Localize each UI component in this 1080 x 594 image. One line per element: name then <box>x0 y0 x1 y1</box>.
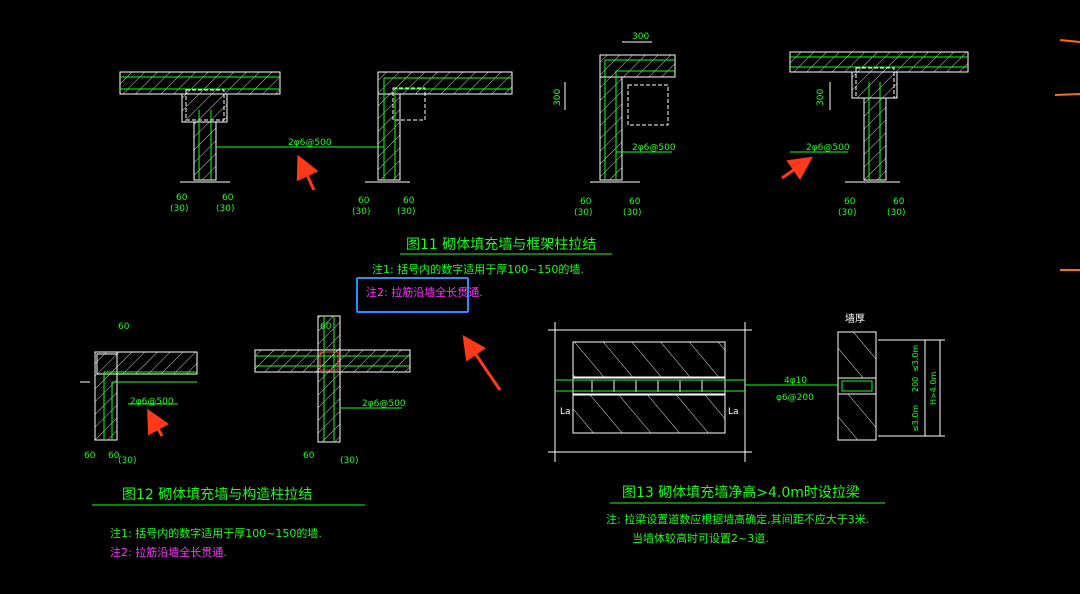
fig11-dim-30-c2: (30) <box>623 208 641 218</box>
fig12-dim-60-top: 60 <box>118 322 130 332</box>
fig11-dim-300-right: 300 <box>816 89 826 106</box>
fig11-dim-30-a1: (30) <box>170 204 188 214</box>
edge-marks <box>1054 39 1080 271</box>
fig11-dim-30-d1: (30) <box>838 208 856 218</box>
fig12-dim-60-top-b: 60 <box>320 322 332 332</box>
fig11-rebar-label-d: 2φ6@500 <box>806 143 850 153</box>
fig12-dim-60-b1: 60 <box>303 451 315 461</box>
fig11-title: 图11 砌体填充墙与框架柱拉结 <box>406 237 596 253</box>
fig12-title: 图12 砌体填充墙与构造柱拉结 <box>122 487 312 503</box>
note2-highlight-box <box>356 277 469 313</box>
fig12-dim-30-a: (30) <box>118 456 136 466</box>
fig11-dim-300-left: 300 <box>553 89 563 106</box>
fig13-la-right: La <box>728 407 739 417</box>
red-arrow-icon <box>147 408 170 437</box>
fig11-dim-60-c1: 60 <box>580 197 592 207</box>
fig11-rebar-label-a: 2φ6@500 <box>288 138 332 148</box>
fig12-note1: 注1: 括号内的数字适用于厚100~150的墙. <box>110 526 322 540</box>
fig11-detail-a <box>119 71 281 183</box>
fig13-wall-elevation <box>548 322 838 462</box>
fig13-dim-lower: ≤3.0m <box>911 405 920 432</box>
fig13-note2: 当墙体较高时可设置2~3道. <box>632 531 769 545</box>
fig13-la-left: La <box>560 407 571 417</box>
fig11-dim-60-d2: 60 <box>893 197 905 207</box>
fig11-dim-30-d2: (30) <box>887 208 905 218</box>
annotation-arrows <box>147 154 813 437</box>
fig13-rebar-main: 4φ10 <box>784 376 807 386</box>
red-arrow-icon <box>462 335 502 391</box>
fig13-dim-mid: 200 <box>911 377 920 392</box>
fig11-dim-30-b1: (30) <box>352 207 370 217</box>
fig11-detail-d <box>789 51 969 183</box>
fig12-rebar-label-a: 2φ6@500 <box>130 397 174 407</box>
fig11-dim-60-a2: 60 <box>222 193 234 203</box>
fig11-dim-30-b2: (30) <box>397 207 415 217</box>
fig11-note1: 注1: 括号内的数字适用于厚100~150的墙. <box>372 262 584 276</box>
fig13-note1: 注: 拉梁设置道数应根据墙高确定,其间距不应大于3米. <box>606 512 869 526</box>
fig13-rebar-stirrup: φ6@200 <box>776 393 814 403</box>
fig12-dim-30-b1: (30) <box>340 456 358 466</box>
fig11-note2: 注2: 拉筋沿墙全长贯通. <box>366 285 483 299</box>
fig11-detail-c <box>564 41 676 183</box>
fig11-dim-30-c1: (30) <box>574 208 592 218</box>
fig11-dim-30-a2: (30) <box>216 204 234 214</box>
fig12-note2: 注2: 拉筋沿墙全长贯通. <box>110 545 227 559</box>
fig11-dim-60-b1: 60 <box>358 196 370 206</box>
fig11-dim-60-a1: 60 <box>176 193 188 203</box>
fig11-dim-60-c2: 60 <box>629 197 641 207</box>
fig12-dim-60-a1: 60 <box>84 451 96 461</box>
fig12-detail-b <box>254 315 411 443</box>
fig11-dim-300-top: 300 <box>632 32 649 42</box>
fig13-dim-total: H>4.0m <box>929 372 938 405</box>
fig12-rebar-label-b: 2φ6@500 <box>362 399 406 409</box>
fig11-dim-60-b2: 60 <box>403 196 415 206</box>
fig13-wall-thickness-label: 墙厚 <box>845 312 865 325</box>
red-arrow-icon <box>781 156 813 181</box>
fig13-title: 图13 砌体填充墙净高>4.0m时设拉梁 <box>622 484 860 501</box>
fig12-dim-60-a2: 60 <box>108 451 120 461</box>
fig13-section <box>837 331 945 441</box>
fig11-rebar-label-c: 2φ6@500 <box>632 143 676 153</box>
fig13-dim-upper: ≤3.0m <box>911 345 920 372</box>
fig11-dim-60-d1: 60 <box>844 197 856 207</box>
fig11-detail-b <box>365 71 513 183</box>
red-arrow-icon <box>296 154 319 191</box>
fig12-detail-a <box>80 351 198 441</box>
